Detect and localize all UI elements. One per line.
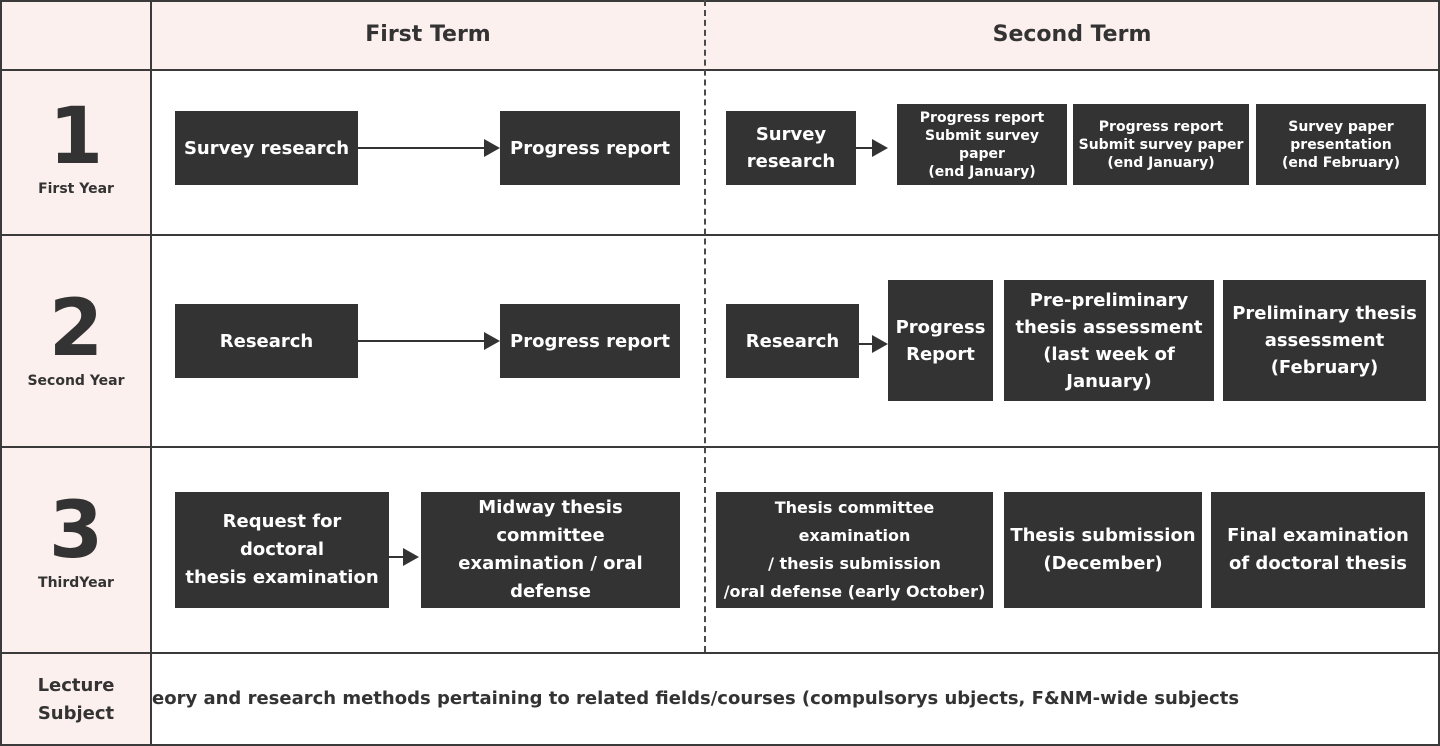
grid-line-bottom	[0, 744, 1440, 746]
year-number-3: 3	[48, 486, 104, 576]
arrow-head	[872, 139, 888, 157]
year-label-2: Second Year	[27, 373, 125, 389]
step-final-examination: Final examination of doctoral thesis	[1211, 492, 1425, 608]
grid-line-rowhead	[150, 0, 152, 746]
arrow-line	[859, 343, 872, 345]
second-term-title: Second Term	[992, 22, 1152, 47]
lecture-subject-label: Lecture Subject	[37, 675, 115, 724]
grid-line-left	[0, 0, 2, 746]
arrow-line	[358, 147, 484, 149]
row-header-bg-2	[0, 235, 151, 447]
grid-line-row2	[0, 446, 1440, 448]
step-thesis-submission: Thesis submission (December)	[1004, 492, 1202, 608]
row-header-bg-lecture	[0, 653, 151, 746]
step-preliminary-assessment: Preliminary thesis assessment (February)	[1223, 280, 1426, 401]
year-number-1: 1	[48, 92, 104, 182]
lecture-subject-text: eory and research methods pertaining to …	[152, 688, 1240, 709]
step-survey-research: Survey research	[175, 111, 358, 185]
step-survey-research: Survey research	[726, 111, 856, 185]
arrow-head	[403, 548, 419, 566]
term-divider	[704, 0, 706, 652]
step-pre-preliminary-assessment: Pre-preliminary thesis assessment (last …	[1004, 280, 1214, 401]
arrow-line	[389, 556, 405, 558]
year-number-2: 2	[48, 284, 104, 374]
grid-line-row3	[0, 652, 1440, 654]
step-progress-report: Progress Report	[888, 280, 993, 401]
arrow-head	[872, 335, 888, 353]
step-progress-report: Progress report	[500, 304, 680, 378]
grid-line-header	[0, 69, 1440, 71]
step-research: Research	[726, 304, 859, 378]
arrow-head	[484, 332, 500, 350]
header-row-bg	[0, 0, 1440, 70]
arrow-line	[358, 340, 484, 342]
grid-line-right	[1438, 0, 1440, 746]
row-header-bg-3	[0, 447, 151, 653]
first-term-title: First Term	[365, 22, 491, 47]
grid-line-top	[0, 0, 1440, 2]
step-committee-examination: Thesis committee examination / thesis su…	[716, 492, 993, 608]
year-label-1: First Year	[38, 181, 114, 197]
arrow-line	[856, 147, 872, 149]
step-research: Research	[175, 304, 358, 378]
step-survey-paper-presentation: Survey paper presentation (end February)	[1256, 104, 1426, 185]
step-request-examination: Request for doctoral thesis examination	[175, 492, 389, 608]
step-progress-report-submit: Progress report Submit survey paper (end…	[897, 104, 1067, 185]
arrow-head	[484, 139, 500, 157]
step-progress-report: Progress report	[500, 111, 680, 185]
step-midway-examination: Midway thesis committee examination / or…	[421, 492, 680, 608]
grid-line-row1	[0, 234, 1440, 236]
step-progress-report-submit: Progress report Submit survey paper (end…	[1073, 104, 1249, 185]
row-header-bg-1	[0, 70, 151, 235]
year-label-3: ThirdYear	[38, 575, 114, 591]
